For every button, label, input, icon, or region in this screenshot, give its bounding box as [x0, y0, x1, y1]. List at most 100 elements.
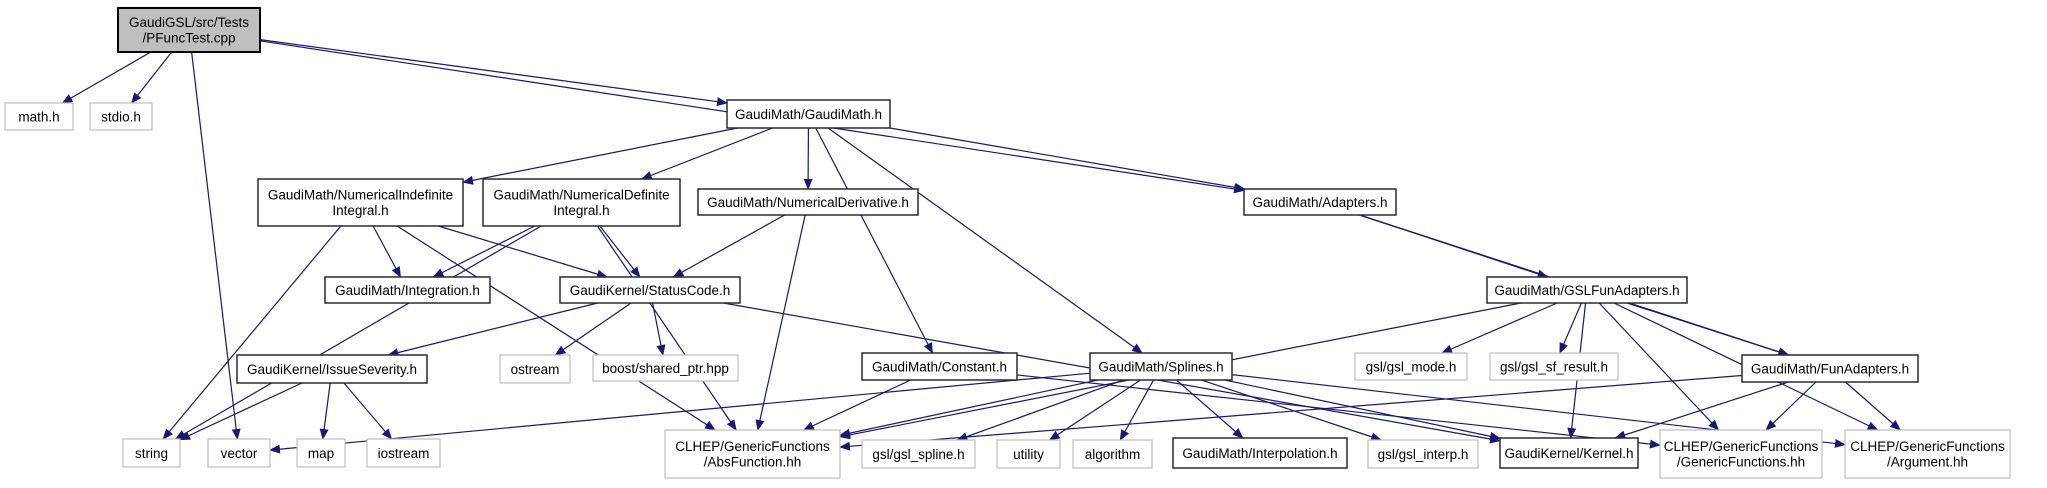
node-label-iostream: iostream [378, 446, 430, 461]
node-label-ndi-line1: GaudiMath/NumericalDefinite [493, 188, 669, 203]
node-iostream: iostream [367, 439, 440, 467]
node-gsl_interp: gsl/gsl_interp.h [1368, 440, 1478, 468]
node-integration[interactable]: GaudiMath/Integration.h [325, 277, 490, 303]
node-label-argument-line1: CLHEP/GenericFunctions [1850, 439, 2005, 454]
node-label-adapters: GaudiMath/Adapters.h [1252, 195, 1387, 210]
edge-splines-utility [1050, 380, 1141, 440]
edge-layer [62, 40, 1900, 450]
node-label-genericfunctions-line2: /GenericFunctions.hh [1677, 455, 1805, 470]
node-label-boost_shared_ptr: boost/shared_ptr.hpp [602, 361, 729, 376]
edge-splines-absfunction [840, 380, 1098, 435]
edge-gaudimath-constant [816, 128, 933, 353]
edge-nderiv-statuscode [673, 215, 784, 277]
node-splines[interactable]: GaudiMath/Splines.h [1090, 353, 1232, 380]
node-label-gsl_sf_result: gsl/gsl_sf_result.h [1500, 359, 1608, 374]
node-label-nii-line2: Integral.h [332, 203, 388, 218]
edge-gslfunadapters-funadapters [1627, 303, 1788, 355]
node-label-splines: GaudiMath/Splines.h [1098, 359, 1223, 374]
edge-issueseverity-map [323, 383, 330, 439]
node-label-kernel: GaudiKernel/Kernel.h [1504, 446, 1633, 461]
edge-ndi-integration [433, 226, 534, 277]
edge-constant-absfunction [804, 380, 911, 430]
node-label-ndi-line2: Integral.h [553, 203, 609, 218]
node-label-nderiv: GaudiMath/NumericalDerivative.h [707, 195, 909, 210]
edge-funadapters-genericfunctions [1766, 382, 1816, 430]
node-label-integration: GaudiMath/Integration.h [335, 283, 480, 298]
node-vector: vector [208, 439, 270, 467]
edge-gaudimath-nii [463, 128, 738, 182]
node-map: map [297, 439, 345, 467]
node-gslfunadapters[interactable]: GaudiMath/GSLFunAdapters.h [1487, 277, 1687, 303]
edge-issueseverity-iostream [344, 383, 392, 439]
node-label-algorithm: algorithm [1085, 447, 1141, 462]
node-label-argument-line2: /Argument.hh [1887, 455, 1968, 470]
node-label-gslfunadapters: GaudiMath/GSLFunAdapters.h [1494, 283, 1679, 298]
edge-splines-kernel [1225, 380, 1500, 438]
edge-gaudimath-adapters [890, 128, 1245, 189]
edge-nderiv-absfunction [758, 215, 805, 430]
edge-pfunctest-gaudimath [260, 40, 727, 103]
node-label-absfunction-line2: /AbsFunction.hh [704, 455, 802, 470]
node-string: string [123, 439, 180, 467]
node-gsl_sf_result: gsl/gsl_sf_result.h [1490, 353, 1618, 380]
node-label-vector: vector [221, 446, 258, 461]
node-label-gsl_mode: gsl/gsl_mode.h [1366, 359, 1457, 374]
node-label-math_h: math.h [18, 109, 59, 124]
node-label-string: string [135, 446, 168, 461]
node-label-ostream: ostream [511, 362, 560, 377]
edge-funadapters-argument [1845, 382, 1900, 430]
node-issueseverity[interactable]: GaudiKernel/IssueSeverity.h [237, 355, 427, 383]
edge-issueseverity-string [180, 383, 302, 440]
node-label-genericfunctions-line1: CLHEP/GenericFunctions [1664, 439, 1819, 454]
edge-pfunctest-vector [192, 52, 238, 439]
node-stdio_h: stdio.h [90, 103, 152, 130]
node-math_h: math.h [5, 103, 73, 130]
node-statuscode[interactable]: GaudiKernel/StatusCode.h [560, 277, 740, 303]
node-argument: CLHEP/GenericFunctions/Argument.hh [1845, 430, 2010, 478]
node-label-issueseverity: GaudiKernel/IssueSeverity.h [247, 362, 417, 377]
node-algorithm: algorithm [1073, 440, 1152, 468]
edge-splines-algorithm [1120, 380, 1153, 440]
node-label-utility: utility [1013, 447, 1044, 462]
edge-statuscode-boost_shared_ptr [653, 303, 663, 355]
edge-gslfunadapters-gsl_sf_result [1560, 303, 1582, 353]
node-label-map: map [308, 446, 334, 461]
edge-gaudimath-ndi [642, 128, 773, 179]
edge-constant-genericfunctions [1017, 375, 1660, 445]
edge-funadapters-absfunction [840, 375, 1742, 447]
edge-nii-string [163, 226, 341, 439]
edge-ndi-string [176, 226, 542, 439]
node-label-interpolation: GaudiMath/Interpolation.h [1182, 446, 1337, 461]
node-label-statuscode: GaudiKernel/StatusCode.h [570, 283, 731, 298]
node-label-gsl_spline: gsl/gsl_spline.h [872, 447, 964, 462]
node-constant[interactable]: GaudiMath/Constant.h [862, 353, 1017, 380]
node-ostream: ostream [500, 355, 570, 383]
node-label-absfunction-line1: CLHEP/GenericFunctions [675, 439, 830, 454]
node-label-nii-line1: GaudiMath/NumericalIndefinite [268, 188, 453, 203]
node-label-constant: GaudiMath/Constant.h [872, 359, 1007, 374]
edge-nii-integration [373, 226, 400, 277]
node-utility: utility [997, 440, 1060, 468]
node-interpolation[interactable]: GaudiMath/Interpolation.h [1173, 438, 1347, 468]
node-genericfunctions: CLHEP/GenericFunctions/GenericFunctions.… [1660, 430, 1822, 478]
node-boost_shared_ptr: boost/shared_ptr.hpp [593, 355, 738, 381]
node-nderiv[interactable]: GaudiMath/NumericalDerivative.h [698, 189, 918, 215]
edge-nii-statuscode [438, 226, 607, 277]
node-funadapters[interactable]: GaudiMath/FunAdapters.h [1742, 355, 1918, 382]
edge-gslfunadapters-gsl_mode [1442, 303, 1557, 353]
node-gaudimath[interactable]: GaudiMath/GaudiMath.h [727, 100, 890, 128]
node-kernel[interactable]: GaudiKernel/Kernel.h [1500, 438, 1638, 468]
node-adapters[interactable]: GaudiMath/Adapters.h [1244, 189, 1396, 215]
node-label-gaudimath: GaudiMath/GaudiMath.h [735, 107, 882, 122]
node-absfunction: CLHEP/GenericFunctions/AbsFunction.hh [665, 430, 840, 478]
node-label-pfunctest-line1: GaudiGSL/src/Tests [129, 15, 249, 30]
edge-gaudimath-splines [828, 128, 1142, 353]
edge-ndi-statuscode [600, 226, 640, 277]
node-label-pfunctest-line2: /PFuncTest.cpp [142, 31, 235, 46]
node-gsl_mode: gsl/gsl_mode.h [1355, 353, 1467, 380]
node-label-stdio_h: stdio.h [101, 109, 141, 124]
